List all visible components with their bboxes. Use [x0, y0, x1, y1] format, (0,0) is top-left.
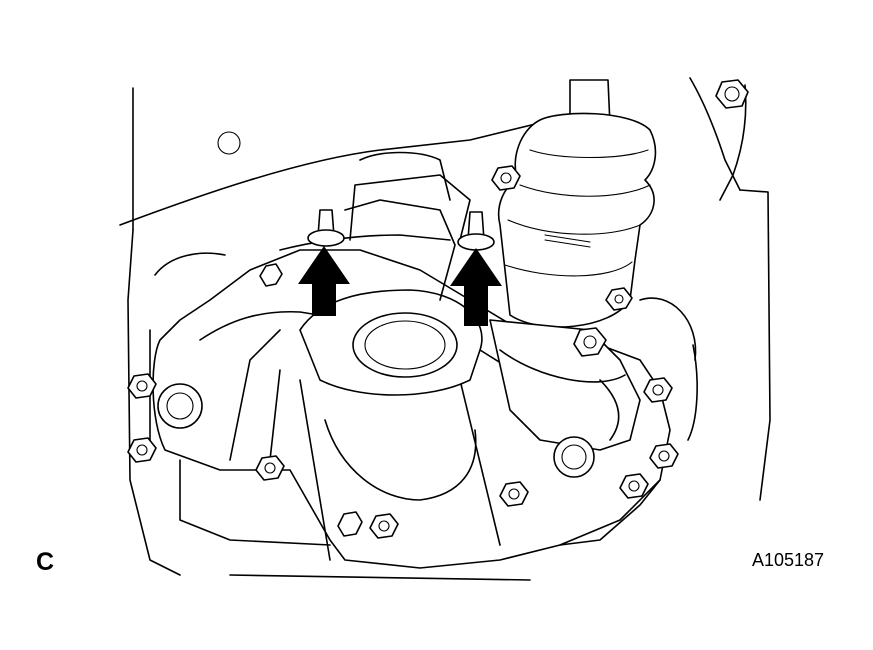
- extension-housing: [280, 153, 482, 396]
- bolt: [338, 512, 362, 536]
- view-label: C: [36, 548, 55, 576]
- bolt: [500, 482, 528, 506]
- bolt: [644, 378, 672, 402]
- mounting-bolt-top: [716, 80, 748, 108]
- bolt: [370, 514, 398, 538]
- stud-bolts: [308, 210, 494, 250]
- vehicle-frame-lines: [120, 78, 770, 580]
- arrow-up-icon: [450, 248, 502, 326]
- bolt: [128, 438, 156, 462]
- plug-left: [158, 384, 202, 428]
- bolt: [256, 456, 284, 480]
- arrow-up-icon: [298, 246, 350, 316]
- callout-arrows: [298, 246, 502, 326]
- drive-shaft-boot: [499, 80, 656, 327]
- bolt: [606, 288, 632, 310]
- housing-bolts: [128, 166, 678, 538]
- bolt: [574, 328, 606, 356]
- bolt: [260, 264, 282, 286]
- figure-id: A105187: [752, 550, 825, 570]
- frame-hole: [218, 132, 240, 154]
- bolt: [650, 444, 678, 468]
- output-boss: [353, 313, 457, 377]
- bolt: [492, 166, 520, 190]
- drain-plugs: [158, 384, 594, 477]
- bolt: [128, 374, 156, 398]
- plug-right: [554, 437, 594, 477]
- bolt: [620, 474, 648, 498]
